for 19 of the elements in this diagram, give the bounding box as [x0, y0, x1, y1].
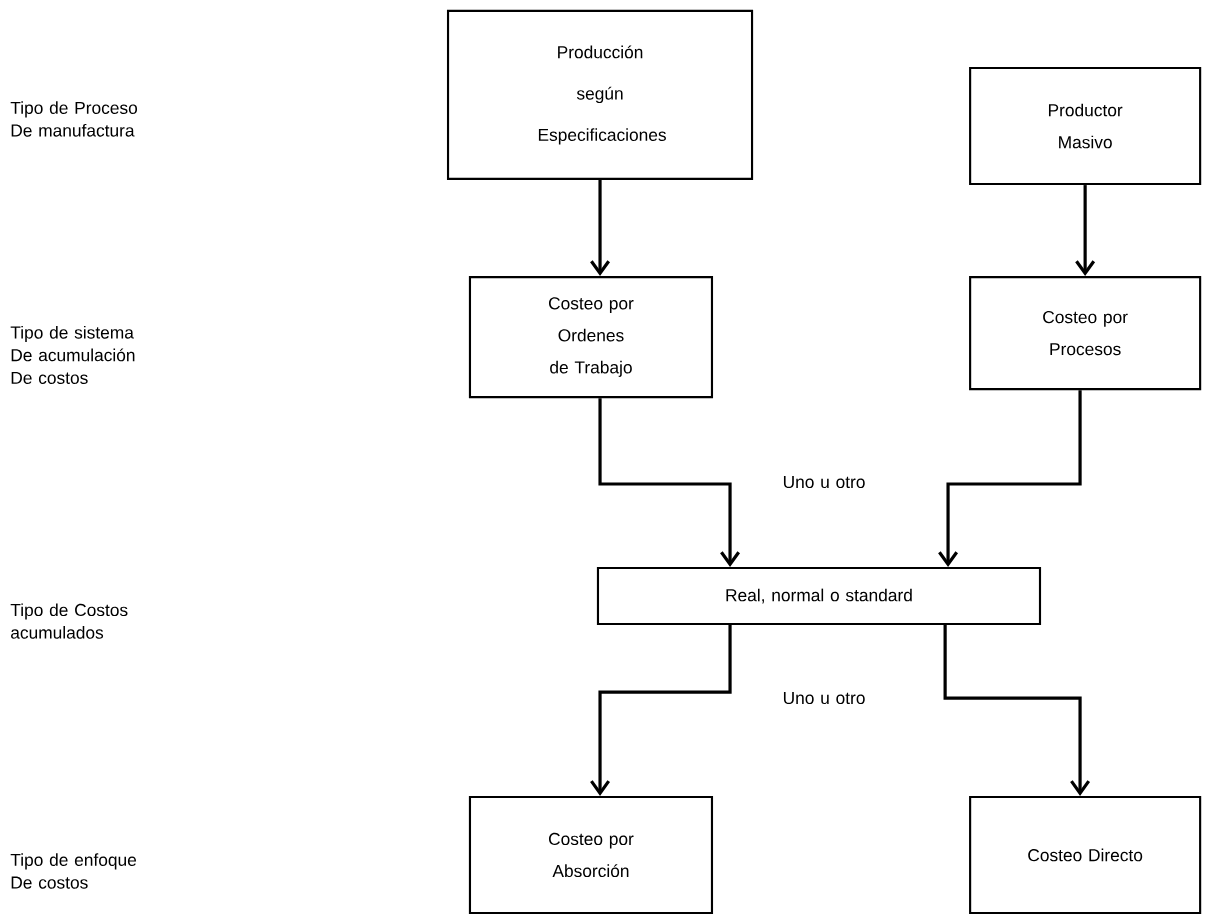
- annotation-text: Uno u otro: [783, 475, 865, 489]
- level-label: Tipo de Costos acumulados: [10, 603, 128, 639]
- arrow: [590, 180, 610, 276]
- arrow: [938, 390, 1082, 567]
- level-label: Tipo de enfoque De costos: [10, 853, 137, 889]
- process-box: Real, normal o standard: [596, 566, 1042, 626]
- arrow: [598, 398, 740, 567]
- process-box: Productor Masivo: [969, 66, 1202, 186]
- annotation-text: Uno u otro: [783, 691, 865, 705]
- process-box: Costeo por Absorción: [468, 795, 714, 915]
- process-box: Producción según Especificaciones: [446, 9, 754, 180]
- arrow: [1075, 185, 1096, 276]
- arrow: [943, 625, 1091, 796]
- process-box: Costeo por Procesos: [969, 276, 1202, 391]
- level-label: Tipo de Proceso De manufactura: [10, 101, 137, 137]
- arrow: [590, 625, 732, 796]
- level-label: Tipo de sistema De acumulación De costos: [10, 325, 135, 384]
- process-box: Costeo Directo: [969, 795, 1202, 915]
- process-box: Costeo por Ordenes de Trabajo: [468, 276, 714, 399]
